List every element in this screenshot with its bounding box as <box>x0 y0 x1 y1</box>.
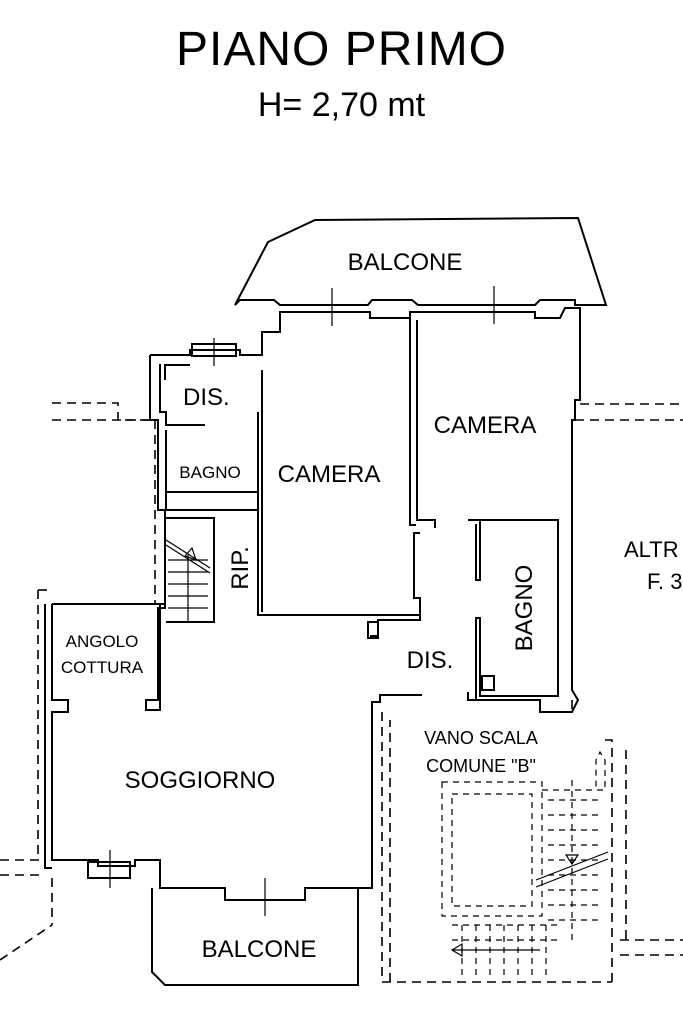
label-balcone-bottom: BALCONE <box>202 936 317 963</box>
label-rip: RIP. <box>227 546 254 590</box>
common-staircase <box>441 750 609 975</box>
label-camera-center: CAMERA <box>278 461 381 488</box>
label-altra-1: ALTR <box>624 537 679 562</box>
label-comune-b: COMUNE "B" <box>426 756 536 776</box>
dashed-boundaries <box>0 402 683 983</box>
page-subtitle: H= 2,70 mt <box>257 86 426 124</box>
label-bagno-left: BAGNO <box>179 463 240 482</box>
balcony-bottom <box>151 888 359 986</box>
label-dis-center: DIS. <box>407 647 454 674</box>
private-staircase <box>165 517 215 623</box>
label-vano-scala: VANO SCALA <box>424 728 538 748</box>
label-angolo: ANGOLO <box>66 632 139 651</box>
label-altra-2: F. 3 <box>647 569 682 594</box>
label-balcone-top: BALCONE <box>348 249 463 276</box>
label-dis-top: DIS. <box>183 384 230 411</box>
label-soggiorno: SOGGIORNO <box>125 767 276 794</box>
page-title: PIANO PRIMO <box>175 23 508 76</box>
balcony-top <box>234 216 608 326</box>
label-bagno-right: BAGNO <box>511 565 538 652</box>
label-cottura: COTTURA <box>61 658 144 677</box>
exterior-walls <box>44 307 581 916</box>
label-camera-right: CAMERA <box>434 412 537 439</box>
